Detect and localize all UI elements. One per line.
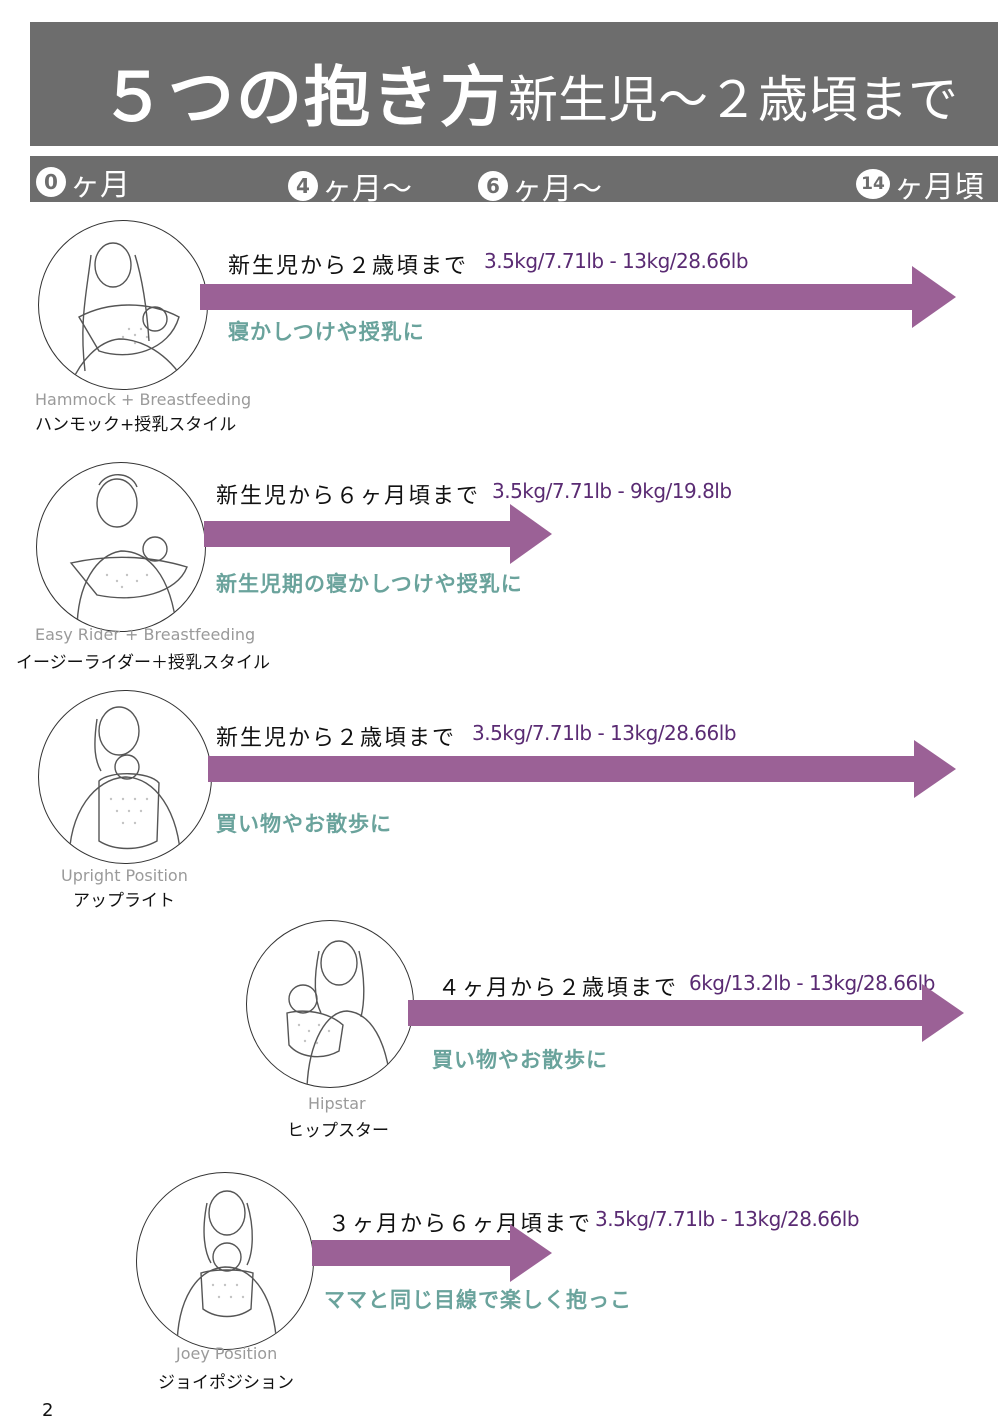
timeline-label: ヶ月〜: [322, 172, 412, 207]
hipstar-illustration: [246, 920, 414, 1088]
age-range: ４ヶ月から２歳頃まで: [438, 976, 679, 1001]
use-case: 新生児期の寝かしつけや授乳に: [216, 572, 523, 596]
use-case: 寝かしつけや授乳に: [228, 320, 425, 344]
mother-baby-icon: [68, 706, 182, 863]
timeline-label: ヶ月〜: [512, 172, 602, 207]
weight-range: 3.5kg/7.71lb - 13kg/28.66lb: [595, 1207, 860, 1231]
mother-baby-icon: [68, 242, 190, 389]
position-name-en: Joey Position: [176, 1344, 278, 1363]
position-name-jp: ジョイポジション: [158, 1373, 294, 1393]
duration-arrow: [408, 984, 964, 1042]
weight-range: 3.5kg/7.71lb - 9kg/19.8lb: [492, 479, 732, 503]
timeline-bar: 0 ヶ月 4 ヶ月〜 6 ヶ月〜 14 ヶ月頃: [30, 156, 998, 207]
age-range: 新生児から２歳頃まで: [228, 254, 469, 279]
title-bar: ５つの抱き方 新生児〜２歳頃まで: [30, 22, 998, 146]
mother-baby-icon: [176, 1190, 278, 1349]
duration-arrow: [200, 266, 956, 328]
duration-arrow: [204, 504, 552, 564]
position-name-en: Easy Rider + Breastfeeding: [35, 625, 256, 644]
position-name-jp: アップライト: [73, 891, 175, 911]
timeline-number-badge: 0: [36, 167, 66, 197]
weight-range: 6kg/13.2lb - 13kg/28.66lb: [689, 971, 935, 995]
page-number: 2: [42, 1400, 54, 1421]
age-range: 新生児から２歳頃まで: [216, 726, 457, 751]
duration-arrow: [312, 1224, 552, 1282]
weight-range: 3.5kg/7.71lb - 13kg/28.66lb: [484, 249, 749, 273]
timeline-mark-0: 0 ヶ月: [36, 160, 130, 204]
timeline-label: ヶ月: [70, 168, 130, 203]
mother-baby-icon: [286, 940, 392, 1087]
timeline-mark-6: 6 ヶ月〜: [478, 164, 602, 208]
duration-arrow: [208, 740, 956, 798]
position-name-jp: イージーライダー＋授乳スタイル: [16, 653, 270, 673]
timeline-mark-4: 4 ヶ月〜: [288, 164, 412, 208]
position-name-jp: ハンモック+授乳スタイル: [35, 415, 237, 435]
timeline-mark-14: 14 ヶ月頃: [856, 162, 984, 206]
age-range: 新生児から６ヶ月頃まで: [216, 484, 481, 509]
page-subtitle: 新生児〜２歳頃まで: [508, 71, 958, 129]
hammock-illustration: [38, 220, 208, 390]
use-case: ママと同じ目線で楽しく抱っこ: [324, 1288, 632, 1312]
use-case: 買い物やお散歩に: [216, 812, 392, 836]
position-name-en: Hammock + Breastfeeding: [35, 390, 252, 409]
timeline-number-badge: 4: [288, 171, 318, 201]
position-name-jp: ヒップスター: [287, 1121, 389, 1141]
easy-rider-illustration: [36, 462, 206, 632]
mother-baby-icon: [69, 474, 188, 631]
position-name-en: Upright Position: [61, 866, 188, 885]
age-range: ３ヶ月から６ヶ月頃まで: [328, 1212, 593, 1237]
page-title: ５つの抱き方: [100, 59, 508, 136]
upright-illustration: [38, 690, 212, 864]
timeline-label: ヶ月頃: [894, 170, 984, 205]
joey-illustration: [136, 1172, 314, 1350]
timeline-number-badge: 6: [478, 171, 508, 201]
timeline-number-badge: 14: [856, 169, 890, 199]
use-case: 買い物やお散歩に: [432, 1048, 608, 1072]
position-name-en: Hipstar: [308, 1094, 366, 1113]
weight-range: 3.5kg/7.71lb - 13kg/28.66lb: [472, 721, 737, 745]
